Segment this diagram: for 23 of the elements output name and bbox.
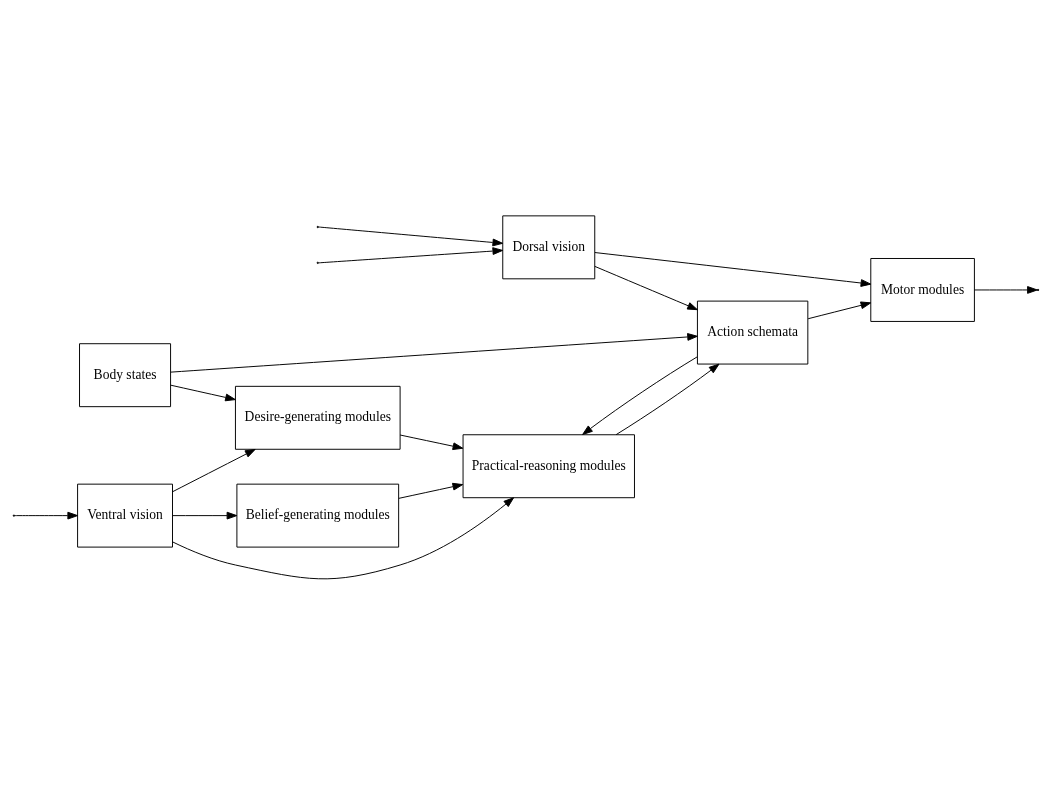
- arrow: [318, 226, 504, 246]
- node-box: Body states: [79, 342, 172, 407]
- arrow: [615, 363, 720, 435]
- arrow: [170, 332, 698, 373]
- arrow: [399, 434, 464, 450]
- arrow: [172, 496, 515, 579]
- node-box: Desire-generating modules: [234, 385, 401, 450]
- arrow: [170, 384, 236, 401]
- arrow: [172, 511, 238, 519]
- arrow: [594, 265, 698, 310]
- node-box: Practical-reasoning modules: [462, 433, 635, 498]
- arrow: [594, 251, 872, 287]
- arrow: [172, 448, 256, 492]
- node-box: Motor modules: [870, 257, 975, 322]
- node-box: Action schemata: [696, 300, 809, 365]
- node-box: Ventral vision: [77, 483, 173, 548]
- arrow: [807, 300, 872, 319]
- arrow: [318, 246, 504, 263]
- arrow: [398, 482, 464, 499]
- node-box: Dorsal vision: [502, 214, 596, 279]
- node-box: Belief-generating modules: [236, 483, 400, 548]
- arrow: [14, 511, 79, 519]
- arrow: [582, 355, 698, 435]
